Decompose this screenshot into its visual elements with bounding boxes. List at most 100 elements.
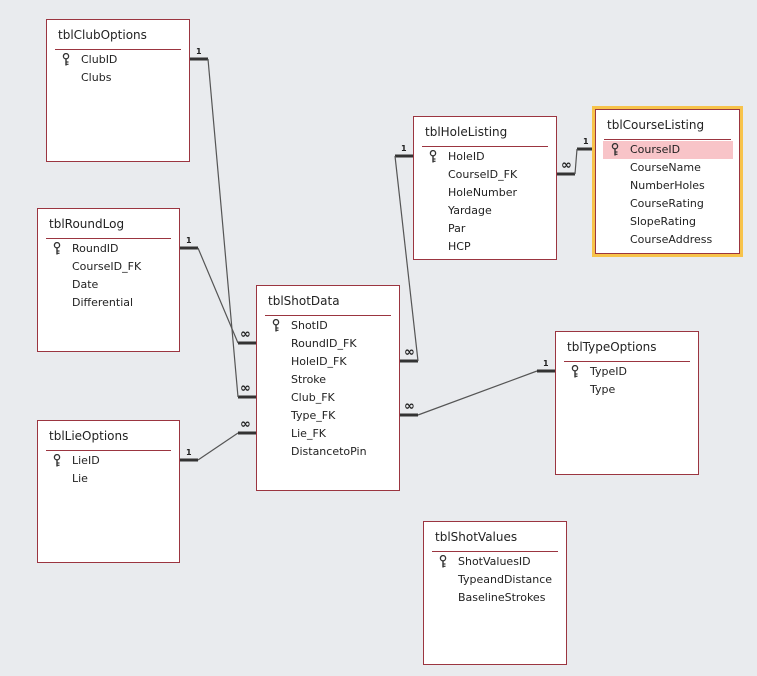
field-label: RoundID_FK bbox=[291, 337, 357, 350]
field-label: TypeID bbox=[590, 365, 627, 378]
field-club-fk[interactable]: Club_FK bbox=[264, 389, 393, 407]
title-divider bbox=[564, 361, 690, 362]
table-title[interactable]: tblShotData bbox=[268, 294, 340, 308]
field-label: Type_FK bbox=[291, 409, 336, 422]
field-label: LieID bbox=[72, 454, 100, 467]
field-label: NumberHoles bbox=[630, 179, 705, 192]
field-type-fk[interactable]: Type_FK bbox=[264, 407, 393, 425]
field-differential[interactable]: Differential bbox=[45, 294, 173, 312]
field-label: Date bbox=[72, 278, 99, 291]
table-title[interactable]: tblShotValues bbox=[435, 530, 518, 544]
field-course-id-fk[interactable]: CourseID_FK bbox=[45, 258, 173, 276]
field-course-address[interactable]: CourseAddress bbox=[603, 231, 733, 249]
field-typeand-distance[interactable]: TypeandDistance bbox=[431, 571, 560, 589]
field-type[interactable]: Type bbox=[563, 381, 692, 399]
field-course-rating[interactable]: CourseRating bbox=[603, 195, 733, 213]
field-shot-values-id[interactable]: ShotValuesID bbox=[431, 553, 560, 571]
title-divider bbox=[432, 551, 558, 552]
field-lie-fk[interactable]: Lie_FK bbox=[264, 425, 393, 443]
field-label: Lie_FK bbox=[291, 427, 326, 440]
field-label: Clubs bbox=[81, 71, 112, 84]
field-label: ClubID bbox=[81, 53, 118, 66]
field-round-id-fk[interactable]: RoundID_FK bbox=[264, 335, 393, 353]
field-type-id[interactable]: TypeID bbox=[563, 363, 692, 381]
cardinality-one-label: 1 bbox=[186, 236, 192, 245]
cardinality-many-label: ∞ bbox=[240, 381, 251, 396]
field-label: ShotID bbox=[291, 319, 328, 332]
primary-key-icon bbox=[611, 143, 619, 156]
field-date[interactable]: Date bbox=[45, 276, 173, 294]
field-club-id[interactable]: ClubID bbox=[54, 51, 183, 69]
relationship-line[interactable] bbox=[197, 432, 239, 461]
field-course-id[interactable]: CourseID bbox=[603, 141, 733, 159]
field-round-id[interactable]: RoundID bbox=[45, 240, 173, 258]
cardinality-one-label: 1 bbox=[583, 137, 589, 146]
cardinality-many-label: ∞ bbox=[561, 158, 572, 173]
field-label: HoleID bbox=[448, 150, 485, 163]
table-title[interactable]: tblClubOptions bbox=[58, 28, 147, 42]
field-baseline-strokes[interactable]: BaselineStrokes bbox=[431, 589, 560, 607]
title-divider bbox=[55, 49, 181, 50]
field-label: RoundID bbox=[72, 242, 119, 255]
relationship-line[interactable] bbox=[197, 247, 239, 344]
title-divider bbox=[265, 315, 391, 316]
field-label: Stroke bbox=[291, 373, 327, 386]
field-label: CourseID_FK bbox=[72, 260, 142, 273]
field-label: HCP bbox=[448, 240, 471, 253]
primary-key-icon bbox=[439, 555, 447, 568]
cardinality-one-label: 1 bbox=[401, 144, 407, 153]
relationship-line[interactable] bbox=[207, 58, 239, 398]
cardinality-many-label: ∞ bbox=[240, 327, 251, 342]
field-slope-rating[interactable]: SlopeRating bbox=[603, 213, 733, 231]
field-lie-id[interactable]: LieID bbox=[45, 452, 173, 470]
field-hole-id[interactable]: HoleID bbox=[421, 148, 550, 166]
field-lie[interactable]: Lie bbox=[45, 470, 173, 488]
table-title[interactable]: tblLieOptions bbox=[49, 429, 129, 443]
relationship-line[interactable] bbox=[417, 370, 538, 416]
field-hole-number[interactable]: HoleNumber bbox=[421, 184, 550, 202]
field-label: CourseName bbox=[630, 161, 701, 174]
field-hole-id-fk[interactable]: HoleID_FK bbox=[264, 353, 393, 371]
primary-key-icon bbox=[272, 319, 280, 332]
title-divider bbox=[46, 450, 171, 451]
field-label: CourseAddress bbox=[630, 233, 713, 246]
field-course-name[interactable]: CourseName bbox=[603, 159, 733, 177]
primary-key-icon bbox=[571, 365, 579, 378]
field-label: DistancetoPin bbox=[291, 445, 367, 458]
field-label: TypeandDistance bbox=[458, 573, 553, 586]
relationship-line[interactable] bbox=[574, 148, 578, 175]
field-distanceto-pin[interactable]: DistancetoPin bbox=[264, 443, 393, 461]
field-hcp[interactable]: HCP bbox=[421, 238, 550, 256]
field-par[interactable]: Par bbox=[421, 220, 550, 238]
field-shot-id[interactable]: ShotID bbox=[264, 317, 393, 335]
field-stroke[interactable]: Stroke bbox=[264, 371, 393, 389]
field-course-id-fk[interactable]: CourseID_FK bbox=[421, 166, 550, 184]
cardinality-one-label: 1 bbox=[196, 47, 202, 56]
table-title[interactable]: tblCourseListing bbox=[607, 118, 705, 132]
field-label: Differential bbox=[72, 296, 134, 309]
table-title[interactable]: tblHoleListing bbox=[425, 125, 508, 139]
field-label: Yardage bbox=[448, 204, 492, 217]
field-label: SlopeRating bbox=[630, 215, 696, 228]
field-label: CourseRating bbox=[630, 197, 704, 210]
field-clubs[interactable]: Clubs bbox=[54, 69, 183, 87]
field-number-holes[interactable]: NumberHoles bbox=[603, 177, 733, 195]
field-label: HoleNumber bbox=[448, 186, 518, 199]
table-title[interactable]: tblRoundLog bbox=[49, 217, 125, 231]
table-title[interactable]: tblTypeOptions bbox=[567, 340, 657, 354]
primary-key-icon bbox=[53, 242, 61, 255]
primary-key-icon bbox=[62, 53, 70, 66]
field-label: Type bbox=[590, 383, 616, 396]
field-yardage[interactable]: Yardage bbox=[421, 202, 550, 220]
field-label: CourseID_FK bbox=[448, 168, 518, 181]
cardinality-many-label: ∞ bbox=[240, 417, 251, 432]
